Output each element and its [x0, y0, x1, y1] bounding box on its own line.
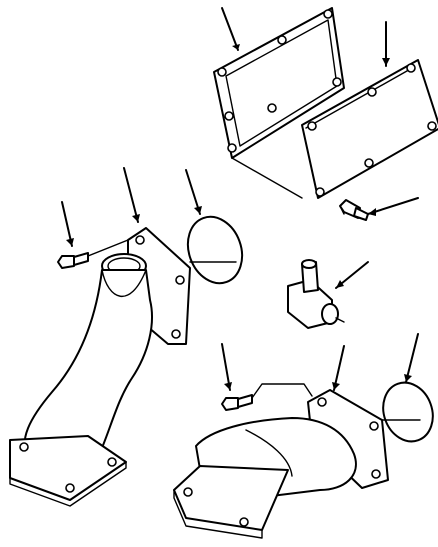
- callout-arrow: [335, 261, 369, 289]
- callout-arrow: [367, 197, 419, 216]
- callout-arrow: [61, 201, 74, 247]
- outlet-bolt: [221, 383, 313, 411]
- temperature-switch: [287, 259, 345, 329]
- callout-arrow: [221, 343, 232, 391]
- outlet-connector: [173, 389, 389, 539]
- cover-bolt: [339, 199, 369, 221]
- callout-arrow: [185, 169, 202, 215]
- callout-arrows: [61, 7, 419, 391]
- callout-arrow: [221, 7, 240, 51]
- cover-plate: [231, 59, 438, 199]
- callout-arrow: [123, 167, 140, 223]
- callout-arrow: [382, 21, 390, 67]
- callout-arrow: [332, 345, 345, 391]
- cover-plate-gasket: [213, 7, 345, 159]
- connector-bolt: [57, 239, 129, 269]
- outlet-gasket: [381, 381, 434, 443]
- round-gasket: [186, 215, 244, 285]
- elbow-connector: [9, 227, 191, 507]
- callout-arrow: [404, 333, 419, 383]
